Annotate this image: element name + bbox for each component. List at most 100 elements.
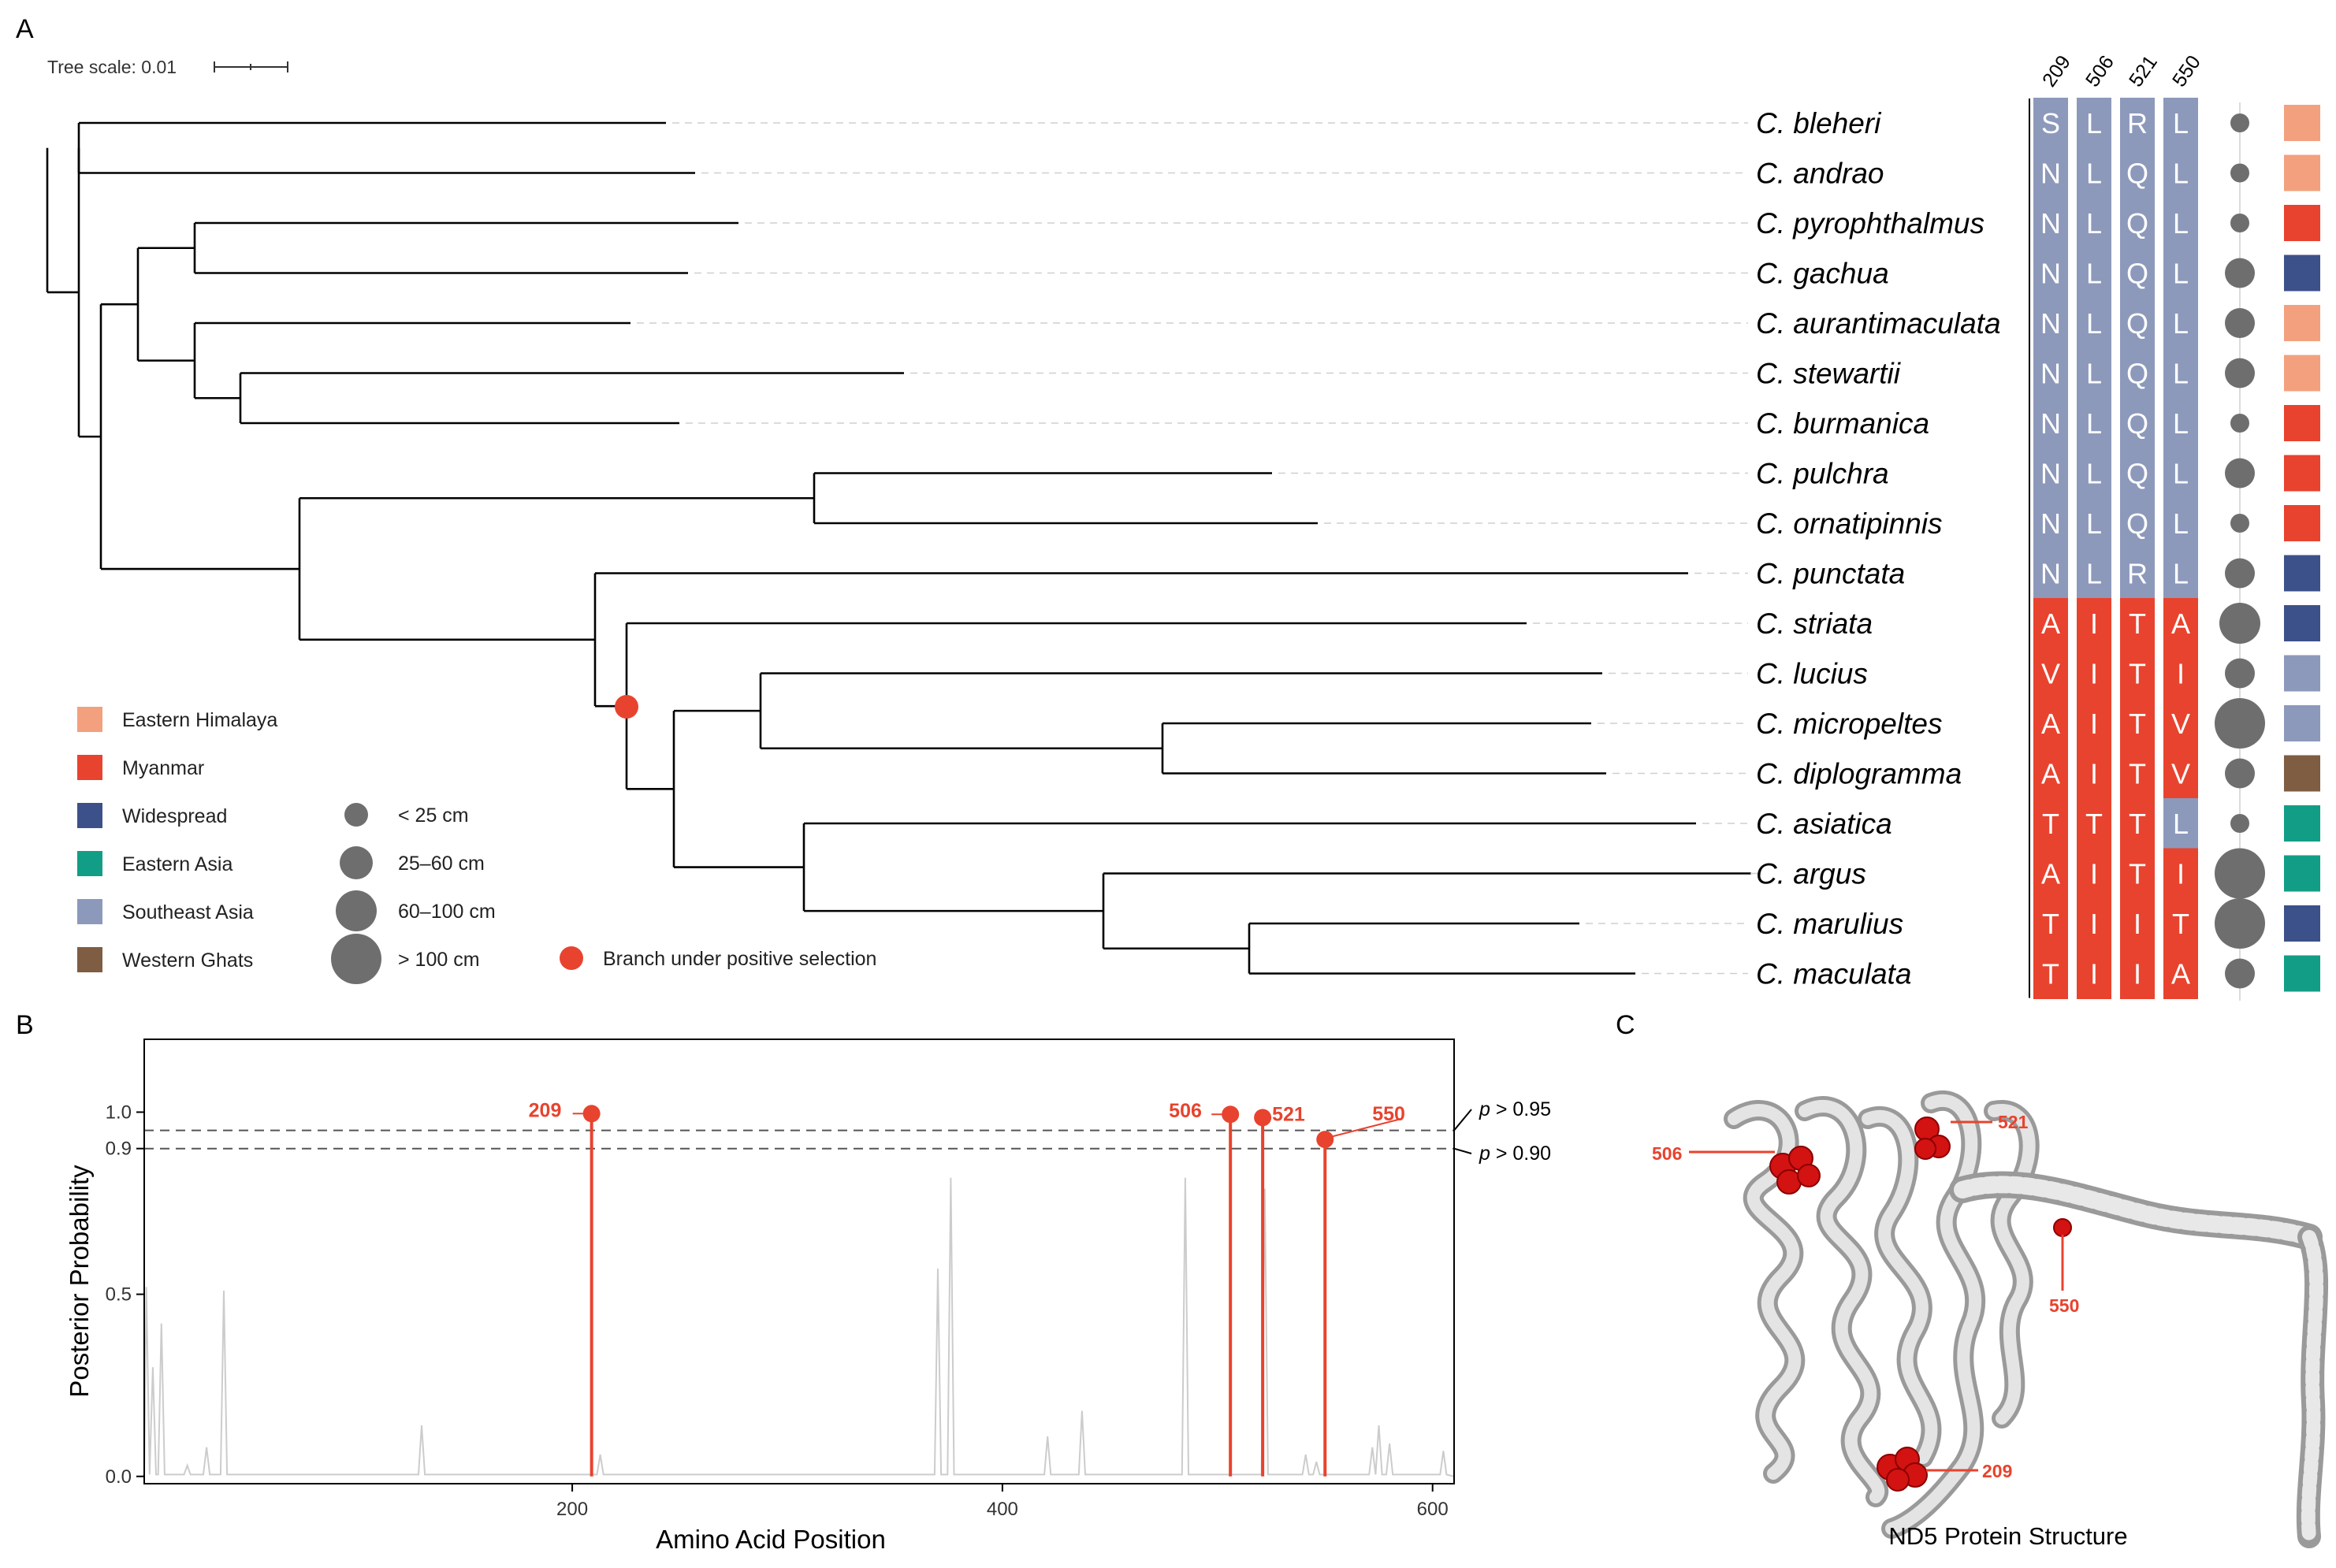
- tip-leader-lines: [637, 122, 1758, 975]
- residue-letter: N: [2040, 307, 2061, 340]
- residue-letter: A: [2041, 858, 2060, 890]
- size-dot: [2230, 113, 2249, 132]
- residue-cell: [2120, 298, 2155, 349]
- species-label: C. aurantimaculata: [1756, 307, 2001, 340]
- species-label: C. argus: [1756, 858, 1866, 890]
- residue-cell: [2163, 798, 2198, 849]
- residue-cell: [2120, 498, 2155, 549]
- residue-letter: I: [2177, 858, 2185, 890]
- residue-cell: [2033, 347, 2068, 399]
- residue-cell: [2033, 548, 2068, 599]
- residue-letter: T: [2172, 908, 2189, 940]
- region-box: [2284, 855, 2320, 892]
- residue-letter: I: [2133, 958, 2141, 990]
- residue-letter: I: [2090, 958, 2098, 990]
- residue-letter: L: [2086, 358, 2102, 390]
- size-legend-dot: [336, 890, 377, 931]
- region-legend-swatch: [77, 803, 102, 828]
- residue-letter: L: [2173, 507, 2189, 540]
- residue-cell: [2077, 698, 2111, 749]
- residue-letter: T: [2129, 858, 2146, 890]
- size-dot: [2230, 163, 2249, 183]
- residue-letter: L: [2086, 207, 2102, 240]
- residue-letter: N: [2040, 358, 2061, 390]
- species-label: C. pyrophthalmus: [1756, 207, 1984, 240]
- residue-cell: [2033, 298, 2068, 349]
- residue-letter: L: [2173, 358, 2189, 390]
- region-box: [2284, 705, 2320, 741]
- site-label: 209: [529, 1099, 562, 1121]
- region-legend-swatch: [77, 707, 102, 732]
- residue-letter: L: [2086, 407, 2102, 440]
- residue-letter: L: [2086, 107, 2102, 139]
- residue-cell: [2120, 898, 2155, 949]
- residue-letter: N: [2040, 558, 2061, 590]
- y-tick-label: 0.9: [106, 1139, 132, 1160]
- residue-cell: [2120, 98, 2155, 149]
- background-probability-line: [142, 1177, 1455, 1480]
- residue-cell: [2033, 198, 2068, 249]
- residue-letter: T: [2129, 658, 2146, 690]
- species-label: C. asiatica: [1756, 808, 1892, 840]
- residue-cell: [2077, 448, 2111, 499]
- region-legend-swatch: [77, 755, 102, 780]
- residue-cell: [2033, 698, 2068, 749]
- region-legend-label: Eastern Asia: [122, 853, 232, 875]
- size-dot: [2225, 558, 2255, 589]
- x-tick-label: 600: [1417, 1499, 1449, 1520]
- region-legend-label: Widespread: [122, 805, 227, 827]
- residue-letter: A: [2041, 708, 2060, 740]
- region-legend: Eastern HimalayaMyanmarWidespreadEastern…: [77, 707, 277, 972]
- site-label: 521: [1272, 1103, 1305, 1125]
- site-point: [1222, 1105, 1240, 1124]
- residue-cell: [2077, 748, 2111, 799]
- residue-letter: Q: [2126, 507, 2148, 540]
- residue-letter: T: [2129, 608, 2146, 640]
- residue-letter: I: [2090, 858, 2098, 890]
- size-legend-dot: [344, 803, 368, 827]
- residue-cell: [2077, 247, 2111, 299]
- threshold-connector: [1453, 1109, 1472, 1131]
- residue-cell: [2120, 548, 2155, 599]
- site-point: [582, 1105, 601, 1123]
- residue-cell: [2163, 298, 2198, 349]
- species-label: C. marulius: [1756, 908, 1903, 940]
- species-label: C. burmanica: [1756, 407, 1929, 440]
- residue-cell: [2163, 498, 2198, 549]
- residue-letter: T: [2129, 758, 2146, 790]
- residue-cell: [2120, 448, 2155, 499]
- residue-cell: [2163, 948, 2198, 999]
- site-header: 521: [2125, 51, 2162, 91]
- residue-cell: [2033, 598, 2068, 649]
- residue-letter: R: [2127, 558, 2148, 590]
- residue-letter: N: [2040, 207, 2061, 240]
- residue-letter: T: [2042, 958, 2059, 990]
- residue-cell: [2163, 898, 2198, 949]
- size-dot: [2225, 658, 2255, 689]
- tree-scale: Tree scale: 0.01: [47, 57, 288, 77]
- residue-cell: [2163, 648, 2198, 699]
- region-box: [2284, 355, 2320, 392]
- size-legend-dot: [340, 846, 373, 879]
- site-header: 550: [2168, 51, 2205, 91]
- size-legend-label: > 100 cm: [398, 949, 480, 971]
- residue-cell: [2033, 848, 2068, 899]
- residue-cell: [2163, 848, 2198, 899]
- species-label: C. gachua: [1756, 258, 1889, 290]
- threshold-label: p > 0.95: [1479, 1098, 1551, 1120]
- residue-cell: [2120, 147, 2155, 199]
- residue-cell: [2120, 247, 2155, 299]
- size-dot: [2230, 414, 2249, 433]
- region-legend-label: Myanmar: [122, 757, 204, 779]
- residue-letter: L: [2173, 808, 2189, 840]
- region-legend-swatch: [77, 899, 102, 924]
- species-label: C. micropeltes: [1756, 708, 1942, 740]
- residue-cell: [2163, 748, 2198, 799]
- site-label: 550: [1372, 1103, 1405, 1125]
- residue-cell: [2033, 398, 2068, 449]
- size-dot: [2215, 848, 2265, 899]
